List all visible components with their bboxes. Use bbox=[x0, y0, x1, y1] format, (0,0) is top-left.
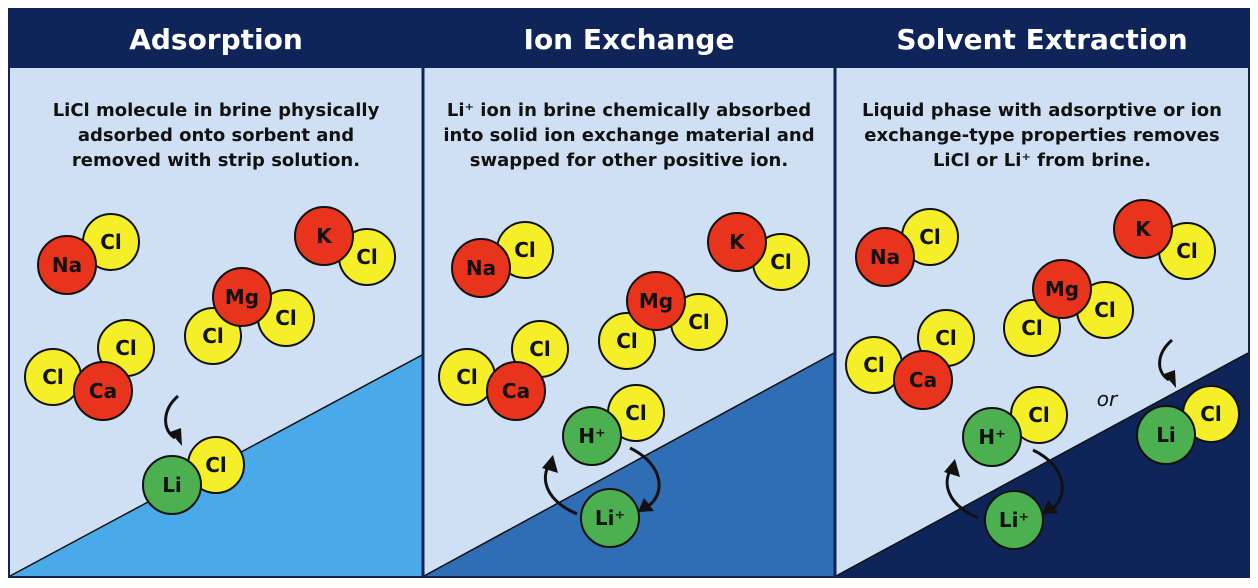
svg-text:Na: Na bbox=[52, 253, 82, 277]
or-label: or bbox=[1097, 387, 1119, 411]
panel-ion-exchange: Ion Exchange Li⁺ ion in brine chemically… bbox=[423, 10, 835, 577]
svg-text:Cl: Cl bbox=[919, 225, 941, 249]
panel-description-line: exchange-type properties removes bbox=[864, 125, 1219, 146]
svg-text:Cl: Cl bbox=[863, 353, 885, 377]
svg-text:Li⁺: Li⁺ bbox=[999, 508, 1029, 532]
atom-k: K bbox=[707, 212, 767, 272]
svg-text:Cl: Cl bbox=[275, 306, 297, 330]
svg-text:H⁺: H⁺ bbox=[578, 424, 605, 448]
svg-text:K: K bbox=[1135, 217, 1152, 241]
panel-description-line: into solid ion exchange material and bbox=[443, 125, 814, 146]
atom-li-plus: Li⁺ bbox=[984, 490, 1044, 550]
svg-text:Mg: Mg bbox=[639, 289, 673, 313]
panel-description-line: LiCl molecule in brine physically bbox=[53, 100, 380, 121]
panel-adsorption: Adsorption LiCl molecule in brine physic… bbox=[9, 10, 423, 577]
svg-text:Li: Li bbox=[162, 473, 182, 497]
svg-text:Cl: Cl bbox=[935, 326, 957, 350]
svg-text:Cl: Cl bbox=[456, 365, 478, 389]
svg-text:K: K bbox=[316, 224, 333, 248]
atom-li: Li bbox=[1136, 405, 1196, 465]
svg-text:Cl: Cl bbox=[688, 310, 710, 334]
adsorption-arrow bbox=[1158, 338, 1176, 388]
panel-description-line: adsorbed onto sorbent and bbox=[78, 125, 354, 146]
panel-header bbox=[10, 10, 422, 68]
panel-title: Adsorption bbox=[129, 23, 303, 56]
atom-li-plus: Li⁺ bbox=[580, 488, 640, 548]
figure-border bbox=[8, 8, 1250, 578]
svg-text:Ca: Ca bbox=[909, 368, 937, 392]
svg-text:Mg: Mg bbox=[225, 285, 259, 309]
svg-text:Cl: Cl bbox=[1021, 316, 1043, 340]
panel-description-line: removed with strip solution. bbox=[72, 150, 360, 171]
svg-text:Cl: Cl bbox=[1028, 403, 1050, 427]
exchange-arrow-down bbox=[1032, 448, 1064, 514]
panel-description-line: Li⁺ ion in brine chemically absorbed bbox=[447, 100, 811, 121]
panel-title: Ion Exchange bbox=[524, 23, 735, 56]
svg-text:Cl: Cl bbox=[770, 250, 792, 274]
panel-description-line: swapped for other positive ion. bbox=[470, 150, 788, 171]
panel-description-line: Liquid phase with adsorptive or ion bbox=[862, 100, 1222, 121]
atom-na: Na bbox=[855, 227, 915, 287]
svg-text:Cl: Cl bbox=[42, 365, 64, 389]
atom-cl: Cl bbox=[187, 436, 245, 494]
svg-text:K: K bbox=[729, 230, 746, 254]
atom-k: K bbox=[1113, 199, 1173, 259]
panel-title: Solvent Extraction bbox=[896, 23, 1187, 56]
svg-text:Ca: Ca bbox=[502, 379, 530, 403]
atom-mg: Mg bbox=[626, 271, 686, 331]
atom-cl: Cl bbox=[24, 348, 82, 406]
svg-text:Cl: Cl bbox=[205, 453, 227, 477]
exchange-arrow-up bbox=[944, 459, 979, 520]
atom-ca: Ca bbox=[73, 361, 133, 421]
svg-text:Ca: Ca bbox=[89, 379, 117, 403]
atom-ca: Ca bbox=[893, 350, 953, 410]
atom-h-plus: H⁺ bbox=[562, 406, 622, 466]
svg-text:Cl: Cl bbox=[202, 324, 224, 348]
exchange-arrow-down bbox=[629, 446, 661, 512]
svg-text:Cl: Cl bbox=[616, 329, 638, 353]
svg-text:Cl: Cl bbox=[115, 336, 137, 360]
svg-text:Cl: Cl bbox=[514, 238, 536, 262]
svg-text:Cl: Cl bbox=[625, 401, 647, 425]
atom-cl: Cl bbox=[845, 336, 903, 394]
atom-h-plus: H⁺ bbox=[962, 407, 1022, 467]
panel-solvent-extraction: Solvent Extraction Liquid phase with ads… bbox=[835, 10, 1249, 577]
sorbent-surface-line bbox=[423, 352, 835, 577]
atom-ca: Ca bbox=[486, 361, 546, 421]
svg-text:Li⁺: Li⁺ bbox=[595, 506, 625, 530]
svg-text:Mg: Mg bbox=[1045, 277, 1079, 301]
atom-na: Na bbox=[451, 238, 511, 298]
atom-cl: Cl bbox=[438, 348, 496, 406]
atom-na: Na bbox=[37, 235, 97, 295]
sorbent-surface-line bbox=[835, 352, 1249, 577]
svg-text:Cl: Cl bbox=[1200, 402, 1222, 426]
svg-text:Cl: Cl bbox=[1094, 298, 1116, 322]
svg-text:Na: Na bbox=[870, 245, 900, 269]
svg-text:Na: Na bbox=[466, 256, 496, 280]
panel-description-line: LiCl or Li⁺ from brine. bbox=[933, 150, 1151, 171]
panel-header bbox=[836, 10, 1248, 68]
atom-cl: Cl bbox=[901, 208, 959, 266]
atom-k: K bbox=[294, 206, 354, 266]
adsorption-arrow bbox=[164, 394, 182, 446]
atom-cl: Cl bbox=[598, 312, 656, 370]
svg-text:Cl: Cl bbox=[356, 245, 378, 269]
svg-text:Cl: Cl bbox=[100, 230, 122, 254]
svg-text:H⁺: H⁺ bbox=[978, 425, 1005, 449]
atom-mg: Mg bbox=[212, 267, 272, 327]
svg-text:Cl: Cl bbox=[1176, 239, 1198, 263]
atom-li: Li bbox=[142, 455, 202, 515]
svg-text:Cl: Cl bbox=[529, 337, 551, 361]
atom-cl: Cl bbox=[1010, 386, 1068, 444]
atom-mg: Mg bbox=[1032, 259, 1092, 319]
atom-cl: Cl bbox=[607, 384, 665, 442]
exchange-arrow-up bbox=[542, 455, 578, 516]
atom-cl: Cl bbox=[496, 221, 554, 279]
svg-text:Li: Li bbox=[1156, 423, 1176, 447]
panel-header bbox=[424, 10, 834, 68]
